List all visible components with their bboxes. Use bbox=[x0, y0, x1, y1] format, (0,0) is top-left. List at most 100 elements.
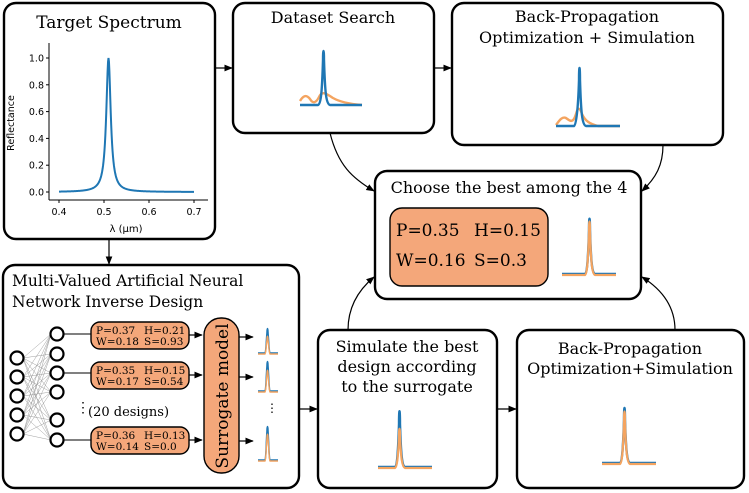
design-2-h: H=0.15 bbox=[144, 365, 185, 377]
bp-bottom-spectrum bbox=[602, 406, 656, 466]
bp-top-spectrum bbox=[555, 66, 620, 128]
x-tick-label: 0.4 bbox=[51, 207, 66, 218]
output-node bbox=[49, 412, 65, 428]
simulate-line3: to the surrogate bbox=[341, 377, 473, 396]
bp-top-title-line2: Optimization + Simulation bbox=[479, 28, 695, 47]
y-tick-label: 0.2 bbox=[29, 161, 44, 172]
input-layer bbox=[9, 350, 25, 442]
bp-bottom-title-line2: Optimization+Simulation bbox=[527, 359, 733, 378]
y-tick-label: 0.0 bbox=[29, 188, 44, 199]
best-spectrum bbox=[562, 217, 616, 277]
best-param-s: S=0.3 bbox=[474, 251, 527, 271]
ellipsis-left: ⋮ bbox=[76, 400, 90, 416]
network-edge bbox=[22, 353, 52, 435]
design-3-w: W=0.14 bbox=[96, 441, 139, 453]
mvann-title-line2: Network Inverse Design bbox=[12, 293, 203, 311]
flow-arrows bbox=[105, 64, 676, 413]
input-node bbox=[9, 407, 25, 423]
target-spectrum-title: Target Spectrum bbox=[36, 13, 182, 33]
design-1-p: P=0.37 bbox=[96, 325, 135, 337]
best-param-h: H=0.15 bbox=[474, 221, 541, 241]
design-2-s: S=0.54 bbox=[144, 376, 184, 388]
input-node bbox=[9, 426, 25, 442]
network-edge bbox=[22, 433, 52, 441]
arrow-bp-to-choose bbox=[641, 144, 664, 192]
design-2-p: P=0.35 bbox=[96, 365, 135, 377]
output-node bbox=[49, 365, 65, 381]
arrow-simulate-to-choose bbox=[347, 276, 375, 331]
y-tick-label: 0.8 bbox=[29, 80, 44, 91]
target-spectrum-panel: Target Spectrum 0.0 0.2 0.4 0.6 0.8 1.0 0.4 0.… bbox=[2, 1, 217, 241]
network-edge bbox=[22, 353, 52, 378]
x-tick-label: 0.7 bbox=[186, 207, 201, 218]
arrow-bpbottom-to-choose bbox=[641, 276, 676, 331]
best-params-box bbox=[389, 207, 549, 287]
simulate-spectrum bbox=[378, 410, 432, 470]
design-2-w: W=0.17 bbox=[96, 376, 139, 388]
network-edge bbox=[22, 395, 52, 441]
bp-top-panel: Back-Propagation Optimization + Simulati… bbox=[450, 1, 725, 147]
design-1: P=0.37 H=0.21 W=0.18 S=0.93 bbox=[90, 321, 190, 350]
output-node bbox=[49, 326, 65, 342]
design-3-h: H=0.13 bbox=[144, 430, 185, 442]
design-3: P=0.36 H=0.13 W=0.14 S=0.0 bbox=[90, 426, 190, 455]
simulate-best-panel: Simulate the best design according to th… bbox=[316, 328, 499, 490]
input-node bbox=[9, 350, 25, 366]
output-node bbox=[49, 346, 65, 362]
mini-spectrum-2 bbox=[258, 360, 278, 393]
choose-best-title: Choose the best among the 4 bbox=[391, 178, 628, 197]
output-node bbox=[49, 384, 65, 400]
network-edge bbox=[22, 357, 52, 421]
network-edge bbox=[22, 376, 52, 441]
x-tick-label: 0.6 bbox=[141, 207, 156, 218]
choose-best-panel: Choose the best among the 4 P=0.35 H=0.1… bbox=[373, 169, 643, 301]
bp-bottom-title-line1: Back-Propagation bbox=[558, 339, 702, 358]
network-connections bbox=[22, 333, 92, 441]
network-edge bbox=[22, 391, 52, 435]
ellipsis-right: ⋮ bbox=[266, 401, 278, 415]
surrogate-model: Surrogate model bbox=[203, 317, 240, 474]
network-edge bbox=[22, 357, 52, 441]
surrogate-label: Surrogate model bbox=[213, 323, 233, 468]
dataset-search-spectrum bbox=[298, 49, 363, 107]
input-node bbox=[9, 388, 25, 404]
designs-count: (20 designs) bbox=[88, 405, 169, 420]
input-node bbox=[9, 369, 25, 385]
output-layer bbox=[49, 326, 65, 448]
dataset-search-title: Dataset Search bbox=[271, 8, 395, 27]
mini-spectrum-3 bbox=[258, 425, 278, 462]
network-edge bbox=[22, 414, 52, 421]
x-tick-label: 0.5 bbox=[96, 207, 111, 218]
mvann-panel: Multi-Valued Artificial Neural Network I… bbox=[1, 263, 301, 490]
design-1-s: S=0.93 bbox=[144, 336, 183, 348]
network-edge bbox=[22, 395, 52, 421]
simulate-line1: Simulate the best bbox=[336, 337, 479, 356]
network-edge bbox=[22, 333, 52, 435]
target-spectrum-curve bbox=[59, 57, 194, 193]
network-edge bbox=[22, 333, 52, 359]
design-3-p: P=0.36 bbox=[96, 430, 136, 442]
design-1-h: H=0.21 bbox=[144, 325, 185, 337]
network-edge bbox=[22, 333, 52, 397]
network-edge bbox=[22, 333, 52, 378]
output-node bbox=[49, 432, 65, 448]
mvann-title-line1: Multi-Valued Artificial Neural bbox=[12, 272, 243, 290]
simulate-line2: design according bbox=[337, 357, 476, 376]
network-edge bbox=[22, 419, 52, 435]
network-edge bbox=[22, 372, 52, 435]
mini-spectrum-1 bbox=[258, 327, 278, 355]
network-edge bbox=[22, 414, 52, 441]
bp-bottom-panel: Back-Propagation Optimization+Simulation bbox=[515, 328, 746, 490]
dataset-search-panel: Dataset Search bbox=[231, 1, 436, 135]
y-tick-label: 1.0 bbox=[29, 54, 44, 65]
design-1-w: W=0.18 bbox=[96, 336, 139, 348]
y-tick-label: 0.6 bbox=[29, 107, 44, 118]
network-edge bbox=[22, 376, 52, 421]
design-3-s: S=0.0 bbox=[144, 441, 177, 453]
y-tick-label: 0.4 bbox=[29, 134, 44, 145]
best-param-p: P=0.35 bbox=[396, 221, 460, 241]
x-axis-label: λ (μm) bbox=[109, 224, 142, 235]
best-param-w: W=0.16 bbox=[396, 251, 466, 271]
network-edge bbox=[22, 333, 52, 416]
